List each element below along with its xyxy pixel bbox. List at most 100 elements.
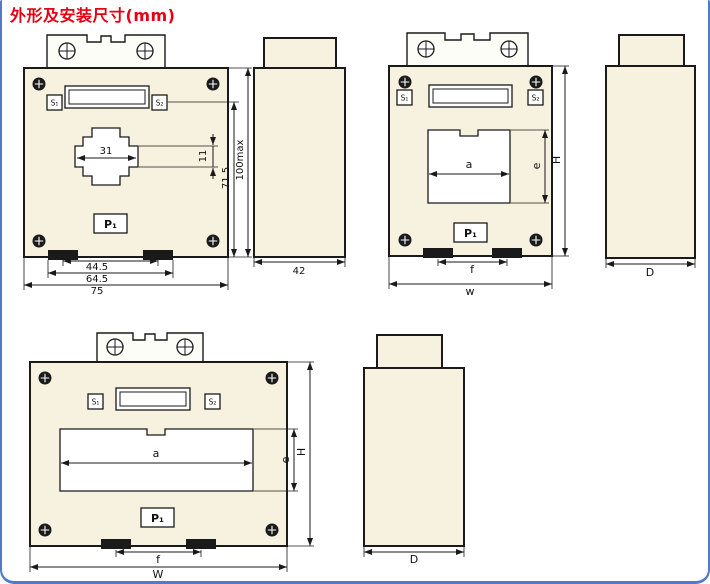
dimension-label: 100max <box>235 139 246 180</box>
dimension-label: f <box>156 553 161 566</box>
corner-bolt-icon <box>397 232 413 248</box>
corner-bolt-icon <box>205 76 221 92</box>
dimension-label: 42 <box>293 266 306 277</box>
dim-window-width: 31 <box>77 146 136 161</box>
corner-bolt-icon <box>264 370 280 386</box>
dim-mount-pitch: 64.5 <box>47 260 174 285</box>
core-window <box>59 428 254 492</box>
view-side-large: D <box>363 334 465 566</box>
dimension-label: e <box>279 456 292 463</box>
bracket-screw-icon <box>136 42 154 60</box>
corner-bolt-icon <box>37 370 53 386</box>
dimension-label: 64.5 <box>86 274 108 285</box>
corner-bolt-icon <box>528 74 544 90</box>
corner-bolt-icon <box>397 74 413 90</box>
dimension-label: H <box>550 156 563 164</box>
side-body <box>253 67 346 258</box>
dim-step-height: 11 <box>139 134 218 179</box>
dimension-label: W <box>153 568 164 581</box>
core-window <box>427 129 511 204</box>
corner-bolt-icon <box>528 232 544 248</box>
side-body <box>363 367 465 547</box>
terminal-p1-box <box>93 213 128 234</box>
view-front-small: S₁ S₂ P₁ 31 11 <box>23 34 252 297</box>
nameplate-slot <box>428 84 513 108</box>
corner-bolt-icon <box>31 76 47 92</box>
dim-window-width: a <box>429 158 509 177</box>
terminal-s1-box <box>396 89 413 106</box>
dim-overall-height: H <box>288 361 314 547</box>
dimension-label: 44.5 <box>86 262 108 273</box>
side-cap <box>618 34 685 67</box>
mounting-foot <box>186 539 216 549</box>
page-title: 外形及安装尺寸(mm) <box>10 6 176 25</box>
terminal-s1-label: S₁ <box>92 398 100 407</box>
terminal-s1-label: S₁ <box>51 99 59 108</box>
terminal-p1-box <box>453 222 488 243</box>
side-cap <box>376 334 443 369</box>
mounting-foot <box>492 248 522 258</box>
terminal-s2-label: S₂ <box>532 94 540 103</box>
terminal-s1-box <box>87 393 104 410</box>
dimension-label: e <box>530 162 543 169</box>
bracket-screw-icon <box>500 40 518 58</box>
dim-window-width: a <box>61 447 252 466</box>
view-front-large: S₁ S₂ P₁ a e H <box>29 332 314 581</box>
nameplate-slot <box>64 85 150 109</box>
mounting-foot <box>143 250 173 260</box>
dim-window-height: e <box>511 129 549 204</box>
corner-bolt-icon <box>205 233 221 249</box>
nameplate-slot-inner <box>68 89 146 105</box>
terminal-s1-box <box>46 94 63 111</box>
nameplate-slot-inner <box>432 88 509 104</box>
dimension-label: a <box>466 158 473 171</box>
corner-bolt-icon <box>31 233 47 249</box>
dim-depth: D <box>605 259 696 279</box>
dim-depth: 42 <box>253 258 346 277</box>
dimension-label: 75 <box>91 286 104 297</box>
dim-overall-width: W <box>29 547 288 581</box>
dimension-label: 71.5 <box>221 167 232 189</box>
corner-bolt-icon <box>37 522 53 538</box>
mounting-foot <box>101 539 131 549</box>
bracket-screw-icon <box>58 42 76 60</box>
bracket-screw-icon <box>106 338 124 356</box>
terminal-s1-label: S₁ <box>401 94 409 103</box>
dimension-label: H <box>295 448 308 456</box>
corner-bolt-icon <box>264 522 280 538</box>
dim-feet-pitch: 44.5 <box>62 258 159 273</box>
dimension-label: 31 <box>100 146 113 157</box>
bracket-screw-icon <box>417 40 435 58</box>
dimension-label: D <box>646 266 654 279</box>
terminal-p1-label: P₁ <box>464 227 477 240</box>
mounting-foot <box>423 248 453 258</box>
dim-overall-width: 75 <box>23 258 229 297</box>
view-side-small: 42 <box>253 37 346 277</box>
dim-overall-width: w <box>388 257 553 298</box>
side-cap <box>263 37 337 69</box>
terminal-p1-label: P₁ <box>104 218 117 231</box>
side-body <box>605 65 696 259</box>
dim-max-height: 100max <box>229 67 252 258</box>
dimension-label: a <box>153 447 160 460</box>
dimension-label: 11 <box>198 150 209 163</box>
terminal-s2-label: S₂ <box>156 99 164 108</box>
dimension-label: f <box>470 263 475 276</box>
nameplate-slot-inner <box>119 391 187 407</box>
dim-feet-pitch: f <box>437 259 508 276</box>
terminal-s2-box <box>527 89 544 106</box>
dim-mid-height: 71.5 <box>168 101 239 257</box>
mounting-foot <box>48 250 78 260</box>
dim-feet-pitch: f <box>115 549 202 566</box>
dim-depth: D <box>363 547 465 566</box>
dimension-label: w <box>466 285 475 298</box>
dim-overall-height: H <box>550 65 569 257</box>
nameplate-slot <box>115 387 191 411</box>
mounting-bracket <box>96 332 204 363</box>
terminal-p1-box <box>140 507 175 528</box>
dim-window-height: e <box>254 428 298 492</box>
mounting-bracket <box>406 32 529 67</box>
terminal-s2-box <box>151 94 168 111</box>
